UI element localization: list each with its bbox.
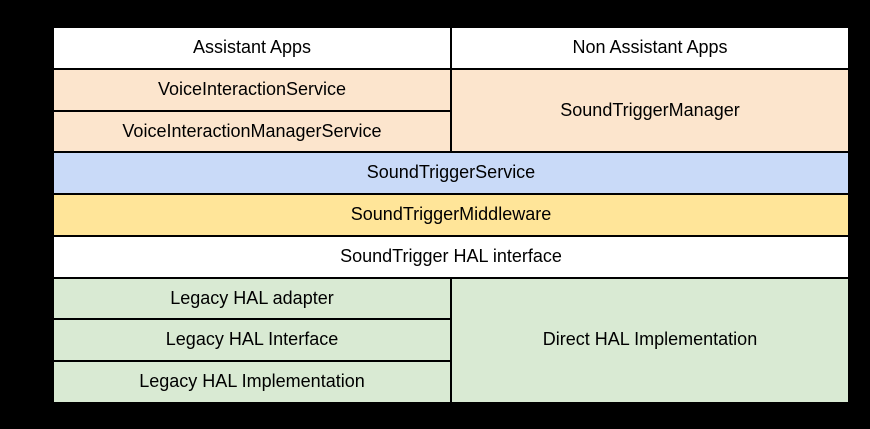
- soundtrigger-stack-diagram: Assistant Apps Non Assistant Apps VoiceI…: [53, 27, 849, 403]
- cell-sound-trigger-middleware: SoundTriggerMiddleware: [54, 195, 848, 235]
- cell-legacy-hal-interface: Legacy HAL Interface: [54, 320, 450, 361]
- cell-non-assistant-apps: Non Assistant Apps: [452, 28, 848, 68]
- cell-voice-interaction-manager-service: VoiceInteractionManagerService: [54, 111, 450, 152]
- cell-sound-trigger-hal-interface: SoundTrigger HAL interface: [54, 236, 848, 277]
- cell-sound-trigger-service: SoundTriggerService: [54, 153, 848, 194]
- cell-legacy-hal-implementation: Legacy HAL Implementation: [54, 362, 450, 402]
- cell-voice-interaction-service: VoiceInteractionService: [54, 69, 450, 110]
- cell-direct-hal-implementation: Direct HAL Implementation: [452, 278, 848, 402]
- cell-legacy-hal-adapter: Legacy HAL adapter: [54, 278, 450, 319]
- cell-assistant-apps: Assistant Apps: [54, 28, 450, 68]
- cell-sound-trigger-manager: SoundTriggerManager: [452, 69, 848, 152]
